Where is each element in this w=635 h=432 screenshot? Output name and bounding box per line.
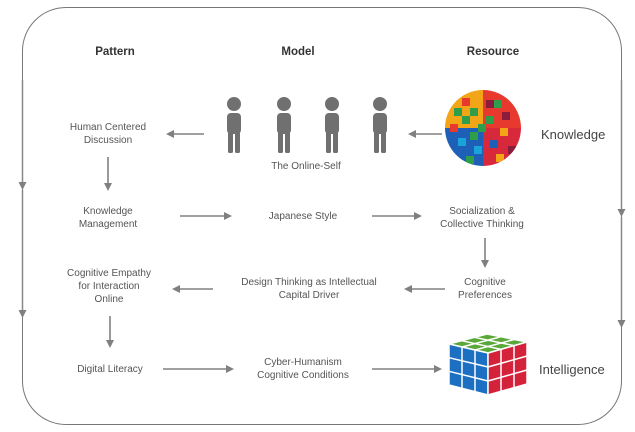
online-self-people	[227, 97, 387, 153]
header-model: Model	[281, 46, 315, 58]
label-knowledge: Knowledge	[541, 127, 606, 142]
node-cyber-humanism: Cyber-Humanism Cognitive Conditions	[257, 357, 349, 381]
node-cognitive-preferences: Cognitive Preferences	[458, 277, 512, 301]
header-pattern: Pattern	[95, 46, 135, 58]
node-online-self: The Online-Self	[271, 161, 341, 172]
rubiks-cube-icon	[448, 333, 528, 396]
person-icon	[277, 97, 291, 153]
node-digital-literacy: Digital Literacy	[77, 364, 143, 375]
flow-arrows	[104, 130, 489, 373]
header-resource: Resource	[466, 46, 520, 58]
pixel-globe-icon	[445, 90, 521, 166]
person-icon	[227, 97, 241, 153]
node-socialization-collective-thinking: Socialization & Collective Thinking	[440, 206, 524, 230]
node-cognitive-empathy: Cognitive Empathy for Interaction Online	[67, 268, 151, 305]
label-intelligence: Intelligence	[539, 362, 605, 377]
node-human-centered-discussion: Human Centered Discussion	[69, 122, 147, 146]
person-icon	[373, 97, 387, 153]
person-icon	[325, 97, 339, 153]
node-design-thinking: Design Thinking as Intellectual Capital …	[241, 277, 377, 301]
node-knowledge-management: Knowledge Management	[78, 206, 138, 230]
node-japanese-style: Japanese Style	[268, 211, 338, 222]
